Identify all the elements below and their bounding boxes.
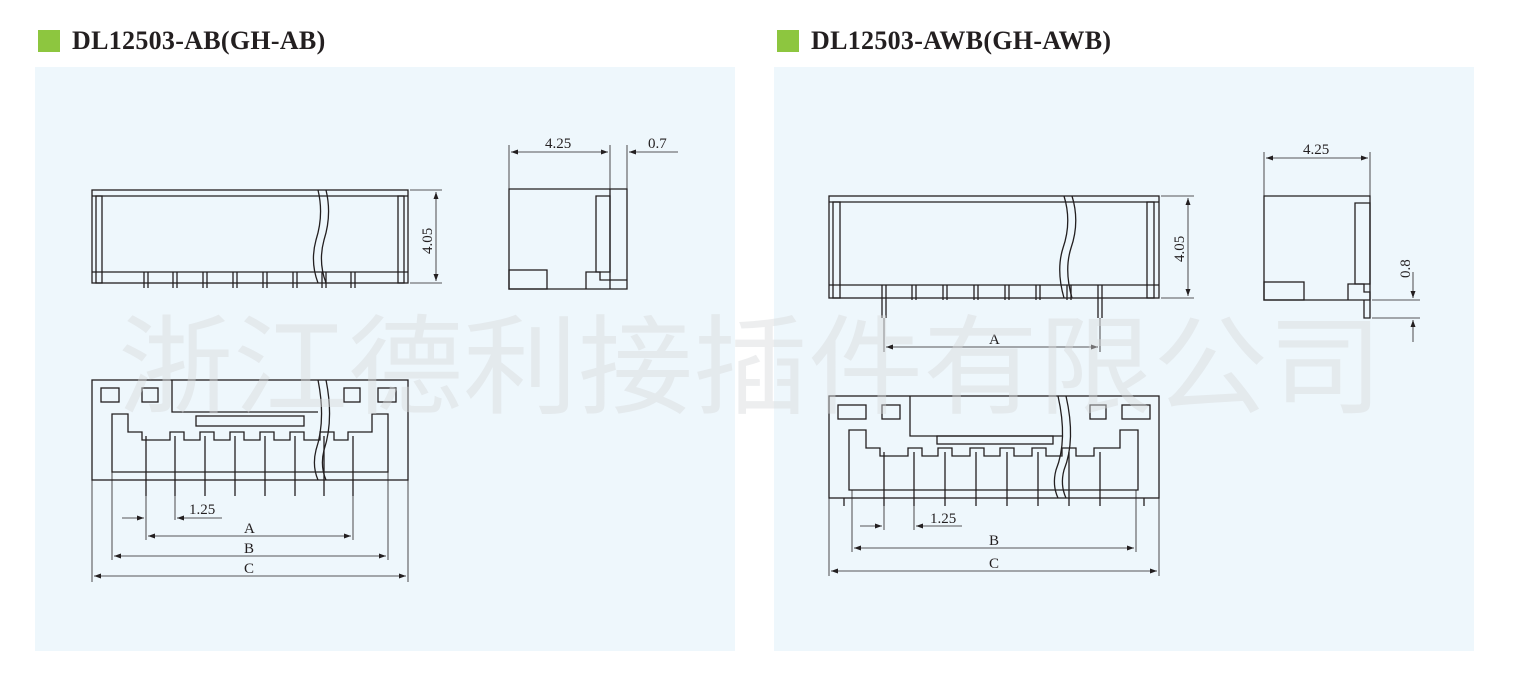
right-front-view	[828, 195, 1194, 352]
right-bottom-pins	[843, 452, 1145, 506]
left-title: DL12503-AB(GH-AB)	[72, 26, 326, 55]
right-dim-a: A	[989, 332, 1000, 348]
company-watermark: 浙江德利接插件有限公司	[118, 306, 1383, 431]
left-front-view	[91, 189, 442, 288]
left-front-pins	[143, 272, 356, 288]
right-heading: DL12503-AWB(GH-AWB)	[777, 26, 1111, 56]
right-dim-c: C	[989, 556, 999, 572]
right-bottom-view	[828, 395, 1160, 576]
left-side-view	[508, 145, 678, 290]
left-dim-a: A	[244, 521, 255, 537]
right-side-view	[1263, 152, 1420, 342]
right-dim-b: B	[989, 533, 999, 549]
right-drawing-panel	[774, 67, 1474, 651]
right-heading-marker	[777, 30, 799, 52]
right-pitch-label: 1.25	[930, 511, 956, 527]
left-depth-label: 4.25	[545, 136, 571, 152]
left-dim-c: C	[244, 561, 254, 577]
left-height-label: 4.05	[420, 228, 436, 254]
right-front-pins	[881, 285, 1103, 318]
right-height-label: 4.05	[1172, 236, 1188, 262]
left-heading: DL12503-AB(GH-AB)	[38, 26, 326, 56]
left-bottom-pins	[145, 436, 354, 496]
left-offset-label: 0.7	[648, 136, 667, 152]
left-dim-b: B	[244, 541, 254, 557]
right-depth-label: 4.25	[1303, 142, 1329, 158]
left-bottom-view	[91, 379, 409, 582]
right-offset-label: 0.8	[1398, 259, 1414, 278]
left-heading-marker	[38, 30, 60, 52]
left-pitch-label: 1.25	[189, 502, 215, 518]
right-title: DL12503-AWB(GH-AWB)	[811, 26, 1112, 55]
